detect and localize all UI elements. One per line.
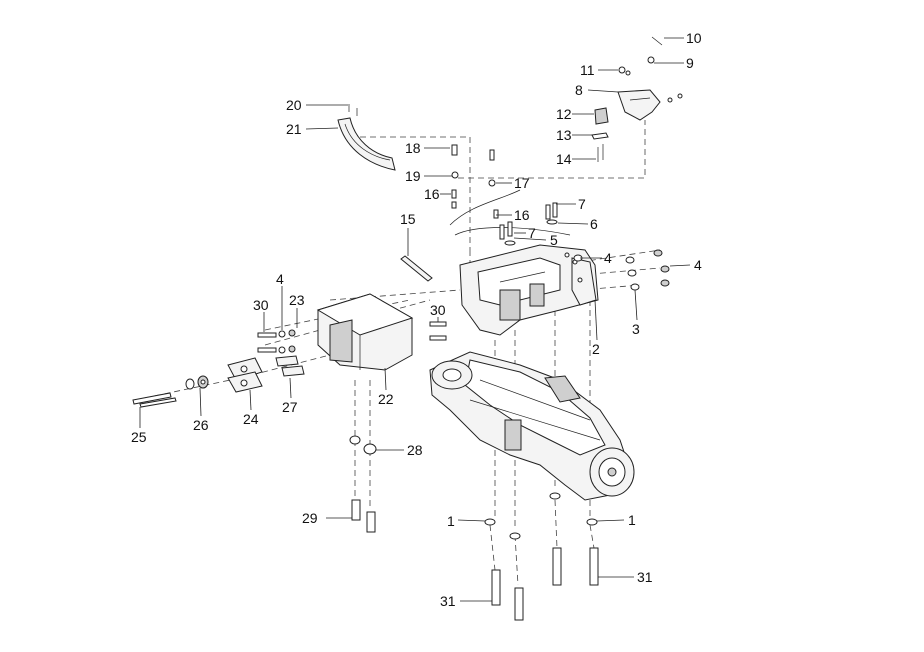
pin-25 bbox=[132, 392, 177, 408]
label-5: 5 bbox=[550, 232, 558, 248]
bolts-31 bbox=[491, 547, 599, 621]
label-20: 20 bbox=[286, 97, 302, 113]
label-15: 15 bbox=[400, 211, 416, 227]
label-4a: 4 bbox=[604, 250, 612, 266]
label-19: 19 bbox=[405, 168, 421, 184]
label-11: 11 bbox=[580, 62, 595, 78]
label-6: 6 bbox=[590, 216, 598, 232]
label-22: 22 bbox=[378, 391, 394, 407]
label-13: 13 bbox=[556, 127, 572, 143]
strip-15 bbox=[400, 255, 433, 282]
washers-23 bbox=[278, 329, 296, 354]
label-3: 3 bbox=[632, 321, 640, 337]
label-26: 26 bbox=[193, 417, 209, 433]
label-23: 23 bbox=[289, 292, 305, 308]
label-2: 2 bbox=[592, 341, 600, 357]
label-8: 8 bbox=[575, 82, 583, 98]
label-28: 28 bbox=[407, 442, 423, 458]
clamp-12-13-14 bbox=[591, 107, 609, 162]
label-30b: 30 bbox=[430, 302, 446, 318]
bolts-5-6-7 bbox=[499, 202, 558, 246]
label-14: 14 bbox=[556, 151, 572, 167]
frame-housing-2 bbox=[459, 244, 599, 336]
label-4c: 4 bbox=[276, 271, 284, 287]
label-7a: 7 bbox=[528, 225, 536, 241]
front-axle-assembly bbox=[429, 351, 635, 501]
washer-26 bbox=[185, 375, 209, 390]
counterweight-block-22 bbox=[316, 293, 414, 371]
label-10: 10 bbox=[686, 30, 702, 46]
label-16b: 16 bbox=[514, 207, 530, 223]
label-12: 12 bbox=[556, 106, 572, 122]
label-29: 29 bbox=[302, 510, 318, 526]
hitch-bracket-24 bbox=[227, 357, 263, 393]
label-31a: 31 bbox=[637, 569, 653, 585]
guard-plate-21 bbox=[337, 117, 396, 171]
nut-28 bbox=[349, 435, 377, 455]
label-17: 17 bbox=[514, 175, 530, 191]
label-7b: 7 bbox=[578, 196, 586, 212]
label-24: 24 bbox=[243, 411, 259, 427]
label-27: 27 bbox=[282, 399, 298, 415]
screw-20 bbox=[348, 104, 358, 116]
label-31b: 31 bbox=[440, 593, 456, 609]
bolts-29 bbox=[351, 499, 376, 533]
label-1b: 1 bbox=[628, 512, 636, 528]
label-9: 9 bbox=[686, 55, 694, 71]
label-25: 25 bbox=[131, 429, 147, 445]
washers-1 bbox=[484, 492, 598, 540]
label-21: 21 bbox=[286, 121, 302, 137]
label-1a: 1 bbox=[447, 513, 455, 529]
bushings-27 bbox=[275, 355, 305, 377]
bracket-8 bbox=[617, 36, 683, 121]
label-18: 18 bbox=[405, 140, 421, 156]
label-4b: 4 bbox=[694, 257, 702, 273]
leader-lines bbox=[139, 37, 691, 602]
label-30a: 30 bbox=[253, 297, 269, 313]
fasteners-16-19 bbox=[451, 144, 459, 209]
label-16a: 16 bbox=[424, 186, 440, 202]
callout-labels: 10 9 11 8 12 13 14 20 21 18 19 16 17 16 … bbox=[131, 30, 702, 609]
